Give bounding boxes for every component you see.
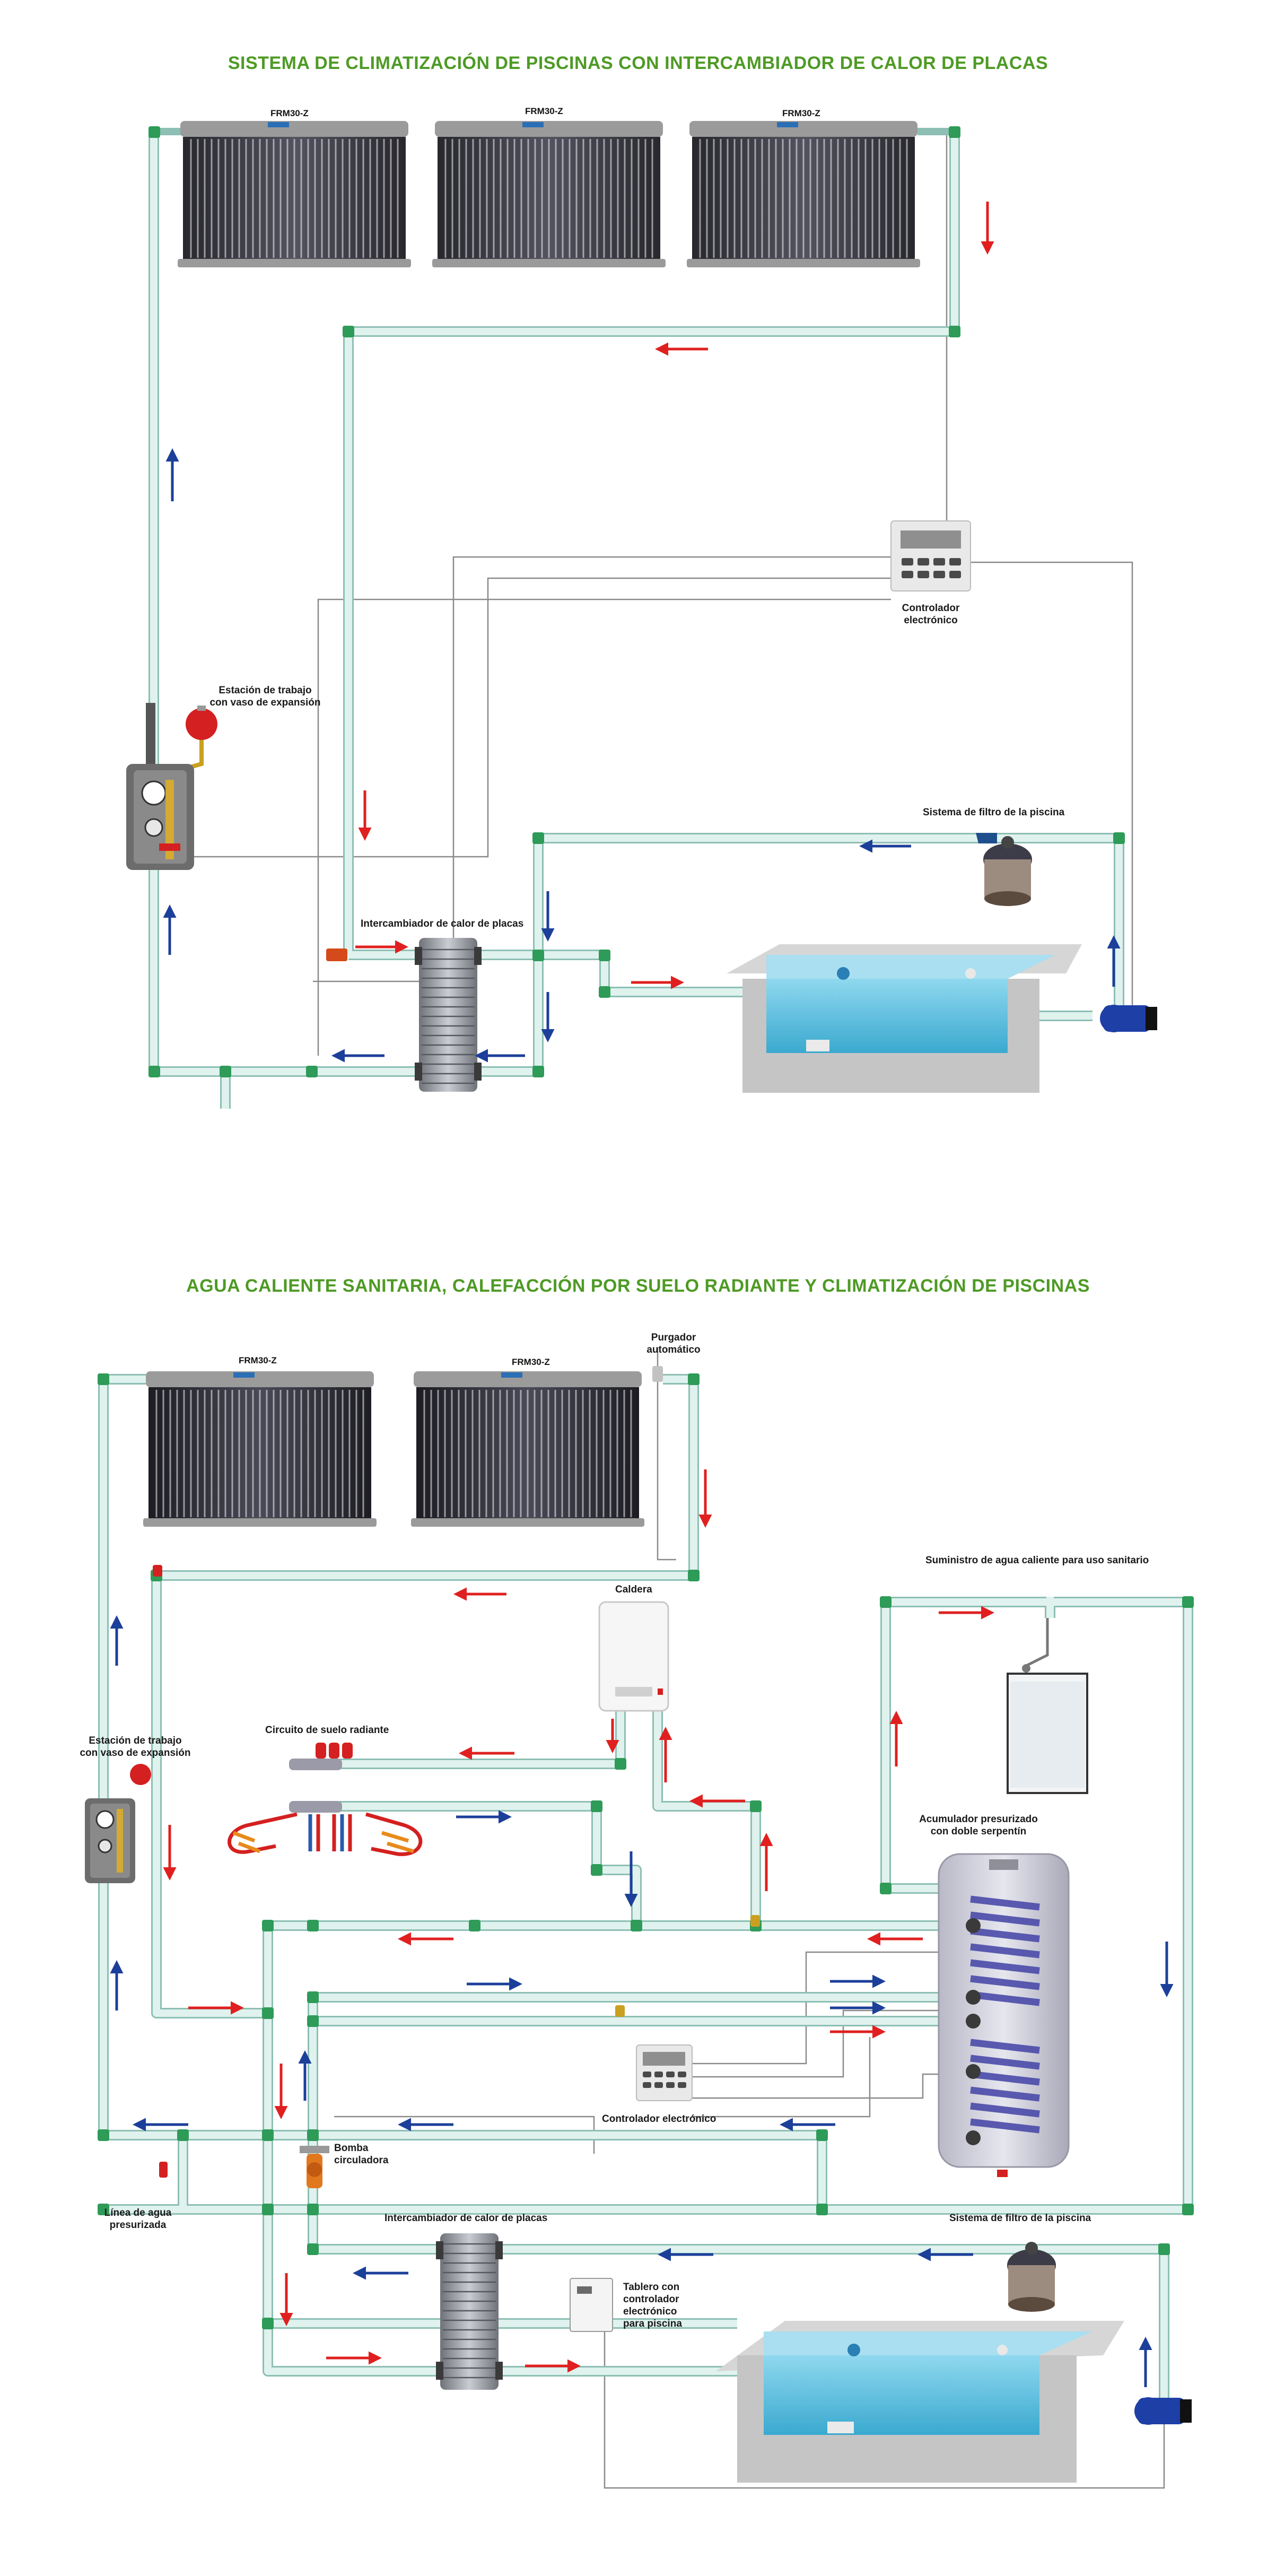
swimming-pool-icon: [716, 2321, 1124, 2483]
collector-model-label: FRM30-Z: [270, 108, 309, 118]
collector-model-label: FRM30-Z: [525, 106, 563, 116]
valve-icon: [159, 2162, 168, 2178]
valve-icon: [153, 1565, 162, 1577]
circulation-pump-icon: [300, 2146, 329, 2188]
diagram1-title: SISTEMA DE CLIMATIZACIÓN DE PISCINAS CON…: [228, 53, 1048, 73]
storage-tank-icon: [938, 1853, 1070, 2177]
working-station-icon: [85, 1764, 151, 1883]
flow-arrows-diagram1: [163, 202, 1121, 1063]
pool-control-panel-label: Tablero con controlador electrónico para…: [623, 2282, 682, 2329]
flow-arrows-diagram2: [110, 1469, 1174, 2387]
collector-array-1: [178, 121, 920, 267]
electronic-controller-icon: [890, 520, 971, 591]
collector-array-2: [143, 1371, 644, 1527]
swimming-pool-icon: [727, 944, 1082, 1093]
diagram1-fittings: [148, 126, 1125, 1077]
pressurized-water-line-label: Línea de agua presurizada: [104, 2207, 172, 2231]
pool-control-panel-icon: [570, 2278, 613, 2332]
boiler-icon: [598, 1601, 669, 1712]
working-station-icon: [126, 703, 217, 870]
air-vent-icon: [652, 1366, 663, 1382]
shower-icon: [1007, 1618, 1088, 1794]
valve-icon: [750, 1915, 760, 1927]
diagram2-wires: [334, 1347, 1165, 2489]
diagram2-fittings: [98, 1373, 1194, 2329]
electronic-controller-icon: [636, 2044, 693, 2101]
pool-filter-icon: [1007, 2242, 1056, 2312]
pool-filter-icon: [976, 833, 1032, 906]
heat-exchanger-label: Intercambiador de calor de placas: [384, 2213, 548, 2224]
collector-model-label: FRM30-Z: [782, 108, 820, 118]
pool-pump-icon: [1134, 2397, 1192, 2425]
air-vent-label: Purgador automático: [646, 1332, 701, 1355]
valve-icon: [326, 948, 347, 961]
collector-model-label: FRM30-Z: [239, 1355, 277, 1365]
plate-heat-exchanger-icon: [436, 2233, 503, 2390]
diagram2-pipes: [98, 1374, 1193, 2408]
boiler-label: Caldera: [615, 1584, 652, 1595]
circulation-pump-label: Bomba circuladora: [334, 2143, 389, 2166]
floor-heating-label: Circuito de suelo radiante: [265, 1725, 389, 1736]
station-label: Estación de trabajo con vaso de expansió…: [80, 1735, 191, 1759]
pool-pump-icon: [1100, 1005, 1157, 1032]
collector-model-label: FRM30-Z: [512, 1357, 550, 1367]
plate-heat-exchanger-icon: [415, 938, 482, 1092]
controller-label: Controlador electrónico: [602, 2113, 716, 2125]
controller-label: Controlador electrónico: [902, 603, 960, 626]
storage-tank-label: Acumulador presurizado con doble serpent…: [919, 1814, 1038, 1837]
pool-filter-label: Sistema de filtro de la piscina: [949, 2213, 1091, 2224]
station-label: Estación de trabajo con vaso de expansió…: [209, 685, 321, 708]
diagram1-wires: [180, 133, 1133, 1056]
floor-heating-manifold-icon: [228, 1743, 423, 1856]
dhw-supply-label: Suministro de agua caliente para uso san…: [925, 1555, 1149, 1566]
diagram2-title: AGUA CALIENTE SANITARIA, CALEFACCIÓN POR…: [186, 1276, 1090, 1296]
pool-filter-label: Sistema de filtro de la piscina: [923, 807, 1065, 818]
heat-exchanger-label: Intercambiador de calor de placas: [361, 918, 524, 929]
valve-icon: [615, 2005, 625, 2017]
